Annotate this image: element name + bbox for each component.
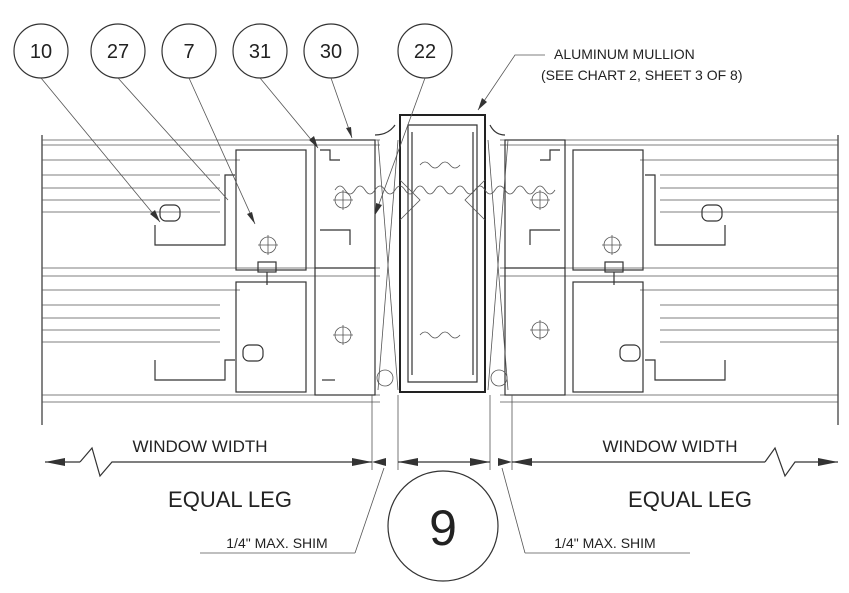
callout-27: 27 <box>90 23 146 79</box>
shim-right: 1/4" MAX. SHIM <box>501 467 690 554</box>
equal-leg-left-label: EQUAL LEG <box>168 487 292 512</box>
svg-text:31: 31 <box>249 41 271 63</box>
window-width-left-label: WINDOW WIDTH <box>132 437 267 456</box>
shim-left: 1/4" MAX. SHIM <box>200 467 385 554</box>
svg-text:9: 9 <box>429 500 457 556</box>
callout-22: 22 <box>397 23 453 79</box>
callout-30: 30 <box>303 23 359 79</box>
left-horizontal-lines <box>42 139 380 403</box>
svg-text:30: 30 <box>320 41 342 63</box>
shim-right-label: 1/4" MAX. SHIM <box>554 535 655 551</box>
callout-10: 10 <box>13 23 69 79</box>
window-width-right-label: WINDOW WIDTH <box>602 437 737 456</box>
mullion-label-line2: (SEE CHART 2, SHEET 3 OF 8) <box>541 67 743 83</box>
svg-text:22: 22 <box>414 41 436 63</box>
svg-text:7: 7 <box>183 41 194 63</box>
aluminum-mullion <box>334 114 556 393</box>
dimension-extension-lines <box>371 395 513 470</box>
right-horizontal-lines <box>500 139 838 403</box>
leader-lines <box>40 54 545 225</box>
left-sash-frames <box>154 139 376 396</box>
dimension-line <box>45 446 838 478</box>
center-callout-9: 9 <box>387 470 499 582</box>
callout-7: 7 <box>161 23 217 79</box>
svg-text:10: 10 <box>30 41 52 63</box>
callout-31: 31 <box>232 23 288 79</box>
right-sash-frames <box>504 139 726 396</box>
equal-leg-right-label: EQUAL LEG <box>628 487 752 512</box>
shim-left-label: 1/4" MAX. SHIM <box>226 535 327 551</box>
mullion-label-line1: ALUMINUM MULLION <box>554 46 695 62</box>
svg-text:27: 27 <box>107 41 129 63</box>
